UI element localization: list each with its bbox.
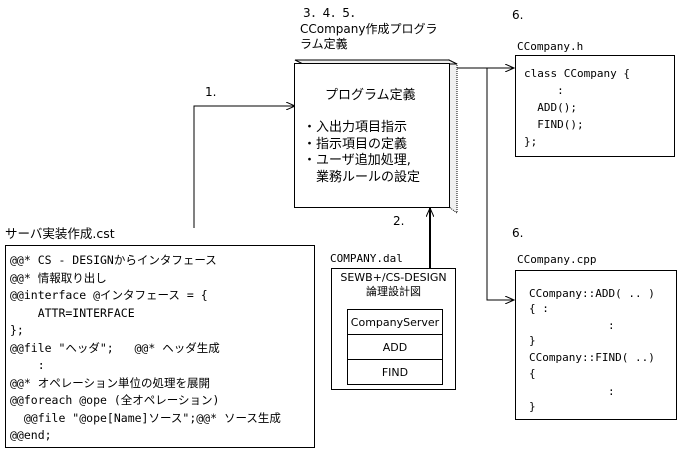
code-line: @@file "ヘッダ"; @@* ヘッダ生成: [10, 340, 220, 355]
program-def-caption-line1: CCompany作成プログラ: [300, 22, 438, 36]
dal-row-label: FIND: [381, 366, 409, 379]
step-345-label: 3．4．5．: [303, 6, 362, 20]
code-line: :: [524, 84, 564, 97]
dal-header-line1: SEWB+/CS-DESIGN: [340, 271, 447, 284]
step-6-header-label: 6.: [512, 8, 524, 22]
server-file-code: @@* CS - DESIGNからインタフェース @@* 情報取り出し @@in…: [10, 252, 281, 445]
step-6-cpp-label: 6.: [512, 226, 524, 240]
code-line: FIND();: [524, 118, 584, 131]
code-line: {: [529, 367, 536, 380]
server-file-box: @@* CS - DESIGNからインタフェース @@* 情報取り出し @@in…: [5, 245, 315, 448]
dal-row-server: CompanyServer: [347, 309, 443, 335]
code-line: }: [529, 334, 536, 347]
program-def-caption-line2: ラム定義: [300, 37, 348, 51]
bullet-item: ・入出力項目指示: [303, 120, 408, 135]
code-line: @@file "@ope[Name]ソース";@@* ソース生成: [10, 410, 281, 425]
code-line: CCompany::ADD( .. ): [529, 287, 655, 300]
code-line: ATTR=INTERFACE: [10, 305, 135, 320]
code-line: { :: [529, 302, 549, 315]
header-file-code: class CCompany { : ADD(); FIND(); };: [524, 65, 630, 150]
program-def-caption: CCompany作成プログラ ラム定義: [300, 22, 437, 52]
dal-row-label: CompanyServer: [350, 316, 440, 329]
code-line: };: [524, 135, 538, 148]
program-def-bullets: ・入出力項目指示 ・指示項目の定義 ・ユーザ追加処理, 業務ルールの設定: [303, 120, 420, 186]
dal-header-line2: 論理設計図: [366, 285, 421, 298]
dal-header: SEWB+/CS-DESIGN 論理設計図: [332, 271, 455, 299]
dal-row-label: ADD: [382, 341, 408, 354]
code-line: :: [608, 319, 615, 332]
dal-row-find: FIND: [347, 359, 443, 385]
bullet-item: ・ユーザ追加処理,: [303, 153, 411, 168]
header-file-name: CCompany.h: [517, 40, 584, 53]
code-line: @@interface @インタフェース = {: [10, 288, 208, 302]
arrow-to-cpp: [486, 68, 514, 300]
step-1-label: 1.: [205, 85, 217, 99]
code-line: }: [529, 400, 536, 413]
dal-box: SEWB+/CS-DESIGN 論理設計図 CompanyServer ADD …: [331, 268, 456, 390]
bullet-item: ・指示項目の定義: [303, 136, 408, 152]
cpp-file-name: CCompany.cpp: [517, 253, 597, 266]
code-line: :: [608, 385, 615, 398]
code-line: @@* CS - DESIGNからインタフェース: [10, 253, 217, 267]
code-line: @@foreach @ope (全オペレーション): [10, 393, 220, 407]
arrow-step-1: [193, 106, 295, 228]
header-file-box: class CCompany { : ADD(); FIND(); };: [515, 55, 675, 157]
step-2-label: 2.: [393, 214, 405, 228]
code-line: @@* オペレーション単位の処理を展開: [10, 375, 210, 390]
dal-row-add: ADD: [347, 334, 443, 360]
code-line: ADD();: [524, 101, 577, 114]
server-file-name: サーバ実装作成.cst: [5, 226, 115, 241]
code-line: CCompany::FIND( ..): [529, 351, 655, 364]
code-line: @@* 情報取り出し: [10, 270, 107, 285]
bullet-item: 業務ルールの設定: [303, 169, 421, 185]
program-def-shadow: [448, 59, 458, 214]
code-line: };: [10, 323, 24, 337]
code-line: @@end;: [10, 428, 52, 442]
program-def-box: プログラム定義 ・入出力項目指示 ・指示項目の定義 ・ユーザ追加処理, 業務ルー…: [294, 63, 450, 208]
code-line: :: [10, 358, 45, 372]
program-def-title: プログラム定義: [325, 88, 416, 103]
dal-file-name: COMPANY.dal: [330, 252, 403, 265]
cpp-file-box: CCompany::ADD( .. ) { : : } CCompany::FI…: [515, 270, 677, 420]
code-line: class CCompany {: [524, 67, 630, 80]
